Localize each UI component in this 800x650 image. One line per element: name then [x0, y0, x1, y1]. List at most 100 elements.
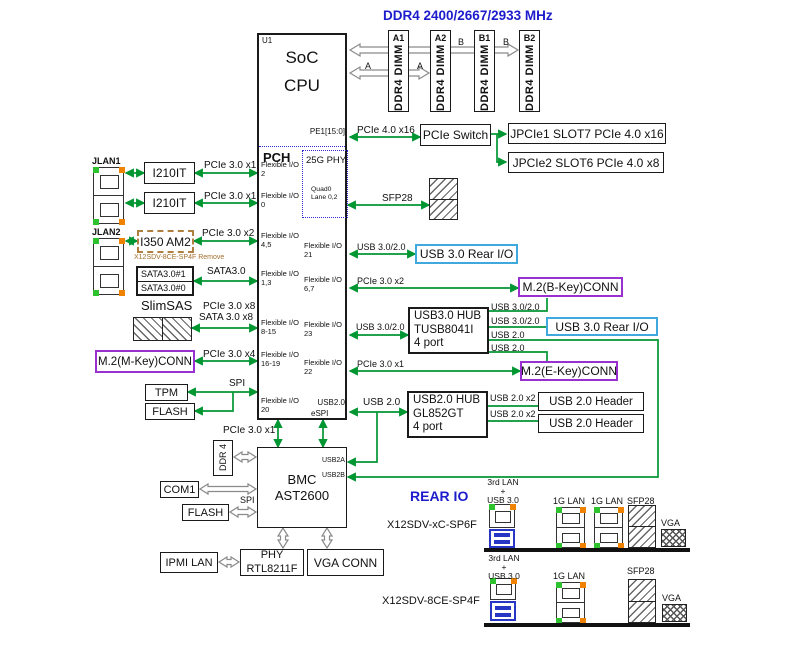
spi-label: SPI: [229, 378, 246, 389]
rear2-usb3-port-icon: [490, 601, 516, 621]
m2-bkey-block: M.2(B-Key)CONN: [518, 277, 623, 297]
rear2-vga-label: VGA: [662, 593, 682, 603]
ddr4-speed-title: DDR4 2400/2667/2933 MHz: [383, 8, 553, 23]
dimm-slot-a1: A1 DDR4 DIMM: [388, 30, 409, 112]
jlan1-label: JLAN1: [92, 156, 121, 166]
dimm-slot-a2: A2 DDR4 DIMM: [430, 30, 451, 112]
channel-a-label: A: [417, 61, 424, 71]
com1-block: COM1: [160, 481, 199, 498]
pcie-x2-right-label: PCIe 3.0 x2: [357, 276, 405, 286]
rear1-sfp-hatch-icon: [628, 505, 656, 548]
channel-a-label: A: [365, 61, 372, 71]
bus-arrow: [276, 526, 290, 550]
rear1-vga-connector-icon: [661, 529, 686, 547]
usb30-label-a: USB 3.0/2.0: [357, 242, 406, 252]
soc-label: SoC: [285, 48, 319, 67]
bmc-ddr4-block: DDR 4: [213, 440, 233, 476]
usb2-hub-block: USB2.0 HUB GL852GT 4 port: [407, 391, 488, 438]
bus-arrow: [320, 526, 334, 550]
sata30-label: SATA3.0: [207, 266, 246, 277]
i350-remove-note: X12SDV-8CE-SP4F Remove: [134, 254, 225, 261]
rear1-1glan-port-icon-2: [593, 506, 624, 549]
rear1-1glan-port-icon-1: [555, 506, 586, 549]
usb2-header-1-block: USB 2.0 Header: [538, 392, 644, 411]
sata-port-1: SATA3.0#1: [141, 269, 186, 280]
usb3-hub-block: USB3.0 HUB TUSB8041I 4 port: [408, 307, 489, 354]
m2-ekey-block: M.2(E-Key)CONN: [520, 361, 618, 381]
rear1-vga-label: VGA: [661, 518, 681, 528]
hub3-out3-label: USB 2.0: [491, 330, 525, 340]
jlan2-port-icon: [92, 237, 125, 296]
i350-am2-block: I350 AM2: [137, 230, 194, 253]
phy-rtl8211f-block: PHY RTL8211F: [240, 549, 304, 576]
rear2-1glan-port-icon: [555, 581, 586, 624]
hub2-out2-label: USB 2.0 x2: [490, 409, 536, 419]
rear1-3rdlan-port-icon: [488, 503, 516, 528]
usb2-header-2-block: USB 2.0 Header: [538, 414, 644, 433]
rear2-bracket-line: [484, 623, 690, 627]
soc-cpu-block: [257, 33, 347, 420]
rear2-3rdlan-port-icon: [489, 577, 517, 600]
pcie-x8-label: PCIe 3.0 x8: [203, 301, 256, 312]
bmc-spi-label: SPI: [240, 495, 255, 505]
jlan2-label: JLAN2: [92, 227, 121, 237]
soc-refdes: U1: [262, 36, 273, 45]
pcie-x4-label: PCIe 3.0 x4: [203, 349, 256, 360]
pcie4x16-label: PCIe 4.0 x16: [357, 125, 415, 136]
rear2-vga-connector-icon: [662, 604, 687, 622]
rear-io-title: REAR IO: [410, 488, 469, 504]
channel-b-label: B: [503, 37, 510, 47]
rear1-bracket-line: [484, 548, 690, 552]
bmc-block: BMC AST2600: [257, 447, 347, 528]
vga-conn-block: VGA CONN: [307, 549, 384, 576]
25g-phy-block: [302, 150, 348, 218]
board2-label: X12SDV-8CE-SP4F: [382, 595, 480, 607]
pe1-label: PE1[15:0]: [309, 127, 345, 136]
jlan1-port-icon: [92, 166, 125, 225]
rear2-1glan-label: 1G LAN: [553, 571, 586, 581]
hub3-out1-label: USB 3.0/2.0: [491, 302, 540, 312]
rear2-sfp-hatch-icon: [628, 579, 656, 623]
usb2b-label: USB2B: [322, 472, 345, 479]
rear1-1glan-label-2: 1G LAN: [591, 496, 624, 506]
bus-arrow: [228, 505, 258, 519]
usb3-rear-io-1-block: USB 3.0 Rear I/O: [415, 244, 518, 264]
flash-block: FLASH: [145, 403, 195, 420]
rear1-sfp28-label: SFP28: [627, 496, 655, 506]
m2-mkey-block: M.2(M-Key)CONN: [95, 350, 195, 373]
tpm-block: TPM: [145, 384, 188, 401]
25g-phy-label: 25G PHY: [306, 155, 347, 166]
hub2-out1-label: USB 2.0 x2: [490, 393, 536, 403]
usb20-label: USB 2.0: [363, 397, 401, 408]
rear1-1glan-label-1: 1G LAN: [553, 496, 586, 506]
pcie-x1-label-1: PCIe 3.0 x1: [204, 160, 257, 171]
dimm-slot-b2: B2 DDR4 DIMM: [519, 30, 540, 112]
usb3-rear-io-2-block: USB 3.0 Rear I/O: [546, 317, 658, 336]
i210it-2-block: I210IT: [144, 192, 195, 214]
usb2a-label: USB2A: [322, 457, 345, 464]
jpcie2-slot6-block: JPCIe2 SLOT6 PCIe 4.0 x8: [508, 152, 664, 173]
rear2-sfp28-label: SFP28: [627, 566, 655, 576]
bus-arrow: [198, 482, 258, 496]
bmc-flash-block: FLASH: [182, 504, 229, 521]
pch-divider: [259, 146, 345, 147]
pch-label: PCH: [263, 150, 291, 165]
sfp-hatch-icon: [429, 178, 458, 220]
usb30-label-b: USB 3.0/2.0: [356, 322, 405, 332]
cpu-label: CPU: [284, 76, 320, 95]
pcie-x2-label: PCIe 3.0 x2: [202, 228, 255, 239]
sata-port-0: SATA3.0#0: [138, 280, 192, 295]
bus-arrow: [232, 450, 258, 464]
soc-espi-label: eSPI: [311, 409, 329, 418]
sata-x8-label: SATA 3.0 x8: [199, 312, 254, 323]
